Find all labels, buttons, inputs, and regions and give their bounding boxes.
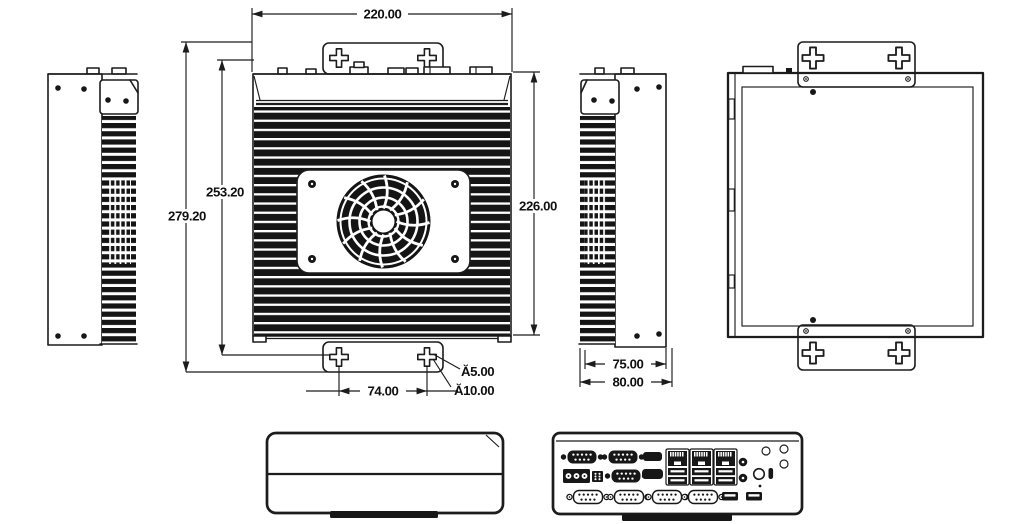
mount-bracket-side xyxy=(580,79,620,115)
screw-icon xyxy=(123,98,129,104)
displayport-icon xyxy=(643,452,662,461)
base-stand xyxy=(622,514,732,521)
top-connector-bump xyxy=(387,67,405,75)
foot-tab xyxy=(252,335,267,343)
screw-icon xyxy=(656,331,662,337)
edge-notch xyxy=(728,274,735,289)
mount-bracket-bottom xyxy=(797,324,916,371)
dimension-annotations: 220.00 279.20 253.20 226.00 74.00 Ă5.00 … xyxy=(164,7,673,399)
heatsink-fins-detail xyxy=(584,178,608,264)
foot-tab xyxy=(497,335,512,343)
power-terminal-icon xyxy=(563,469,603,483)
base-stand xyxy=(330,511,438,518)
antenna-hole-icon xyxy=(779,444,789,454)
side-panel xyxy=(614,73,667,348)
top-connector-bump xyxy=(405,67,419,75)
screw-icon xyxy=(105,97,111,103)
hdmi-port-icon xyxy=(642,469,663,479)
screw-icon xyxy=(81,86,87,92)
lan-usb-stack-icon xyxy=(665,448,690,486)
led-icon xyxy=(758,484,762,488)
bottom-front-view xyxy=(265,431,505,518)
mount-bracket-side xyxy=(99,79,139,115)
screw-icon xyxy=(810,317,816,323)
top-connector-bump xyxy=(786,68,792,73)
front-view xyxy=(252,42,512,373)
edge-notch xyxy=(728,188,735,212)
top-connector-bump xyxy=(353,61,365,69)
screw-icon xyxy=(634,333,640,339)
screw-icon xyxy=(591,97,597,103)
dim-hole-large: Ă10.00 xyxy=(454,383,494,398)
mount-bracket-top xyxy=(797,41,916,88)
screw-icon xyxy=(634,86,640,92)
lan-usb-stack-icon xyxy=(689,448,714,486)
top-connector-bump xyxy=(111,67,127,75)
dim-outer-height: 279.20 xyxy=(168,209,206,224)
dim-top-width: 220.00 xyxy=(364,7,402,22)
fan-grille-icon xyxy=(336,174,431,269)
screw-icon xyxy=(609,98,615,104)
side-panel xyxy=(47,73,103,346)
lan-usb-stack-icon xyxy=(713,448,738,486)
screw-icon xyxy=(81,333,87,339)
right-side-view xyxy=(578,67,667,348)
dim-body-height: 226.00 xyxy=(519,199,557,214)
heatsink-fins-detail xyxy=(107,178,131,264)
top-view xyxy=(726,41,985,371)
sim-slot-icon xyxy=(768,468,774,479)
dim-depth-inner: 75.00 xyxy=(612,357,643,372)
top-connector-bump xyxy=(594,67,605,75)
edge-notch xyxy=(728,98,735,120)
dim-inner-height: 253.20 xyxy=(206,185,244,200)
antenna-hole-icon xyxy=(779,459,789,469)
screw-icon xyxy=(656,84,662,90)
top-connector-bump xyxy=(86,67,100,75)
top-connector-bump xyxy=(469,66,493,75)
usb-port-icon xyxy=(722,492,738,501)
top-connector-bump xyxy=(277,67,288,75)
mount-bracket-bottom xyxy=(322,341,444,373)
rear-io-view xyxy=(551,431,804,521)
chassis-outline xyxy=(726,71,985,339)
power-button-icon xyxy=(752,467,766,481)
screw-icon xyxy=(55,85,61,91)
screw-icon xyxy=(810,89,816,95)
antenna-hole-icon xyxy=(761,446,771,456)
dim-depth-outer: 80.00 xyxy=(612,375,643,390)
top-connector-bump xyxy=(742,65,774,74)
top-connector-bump xyxy=(423,66,451,75)
dim-hole-spacing: 74.00 xyxy=(367,384,398,399)
usb-port-icon xyxy=(746,492,762,501)
left-side-view xyxy=(47,67,139,346)
dim-hole-small: Ă5.00 xyxy=(461,364,494,379)
screw-icon xyxy=(55,333,61,339)
top-connector-bump xyxy=(620,67,635,75)
